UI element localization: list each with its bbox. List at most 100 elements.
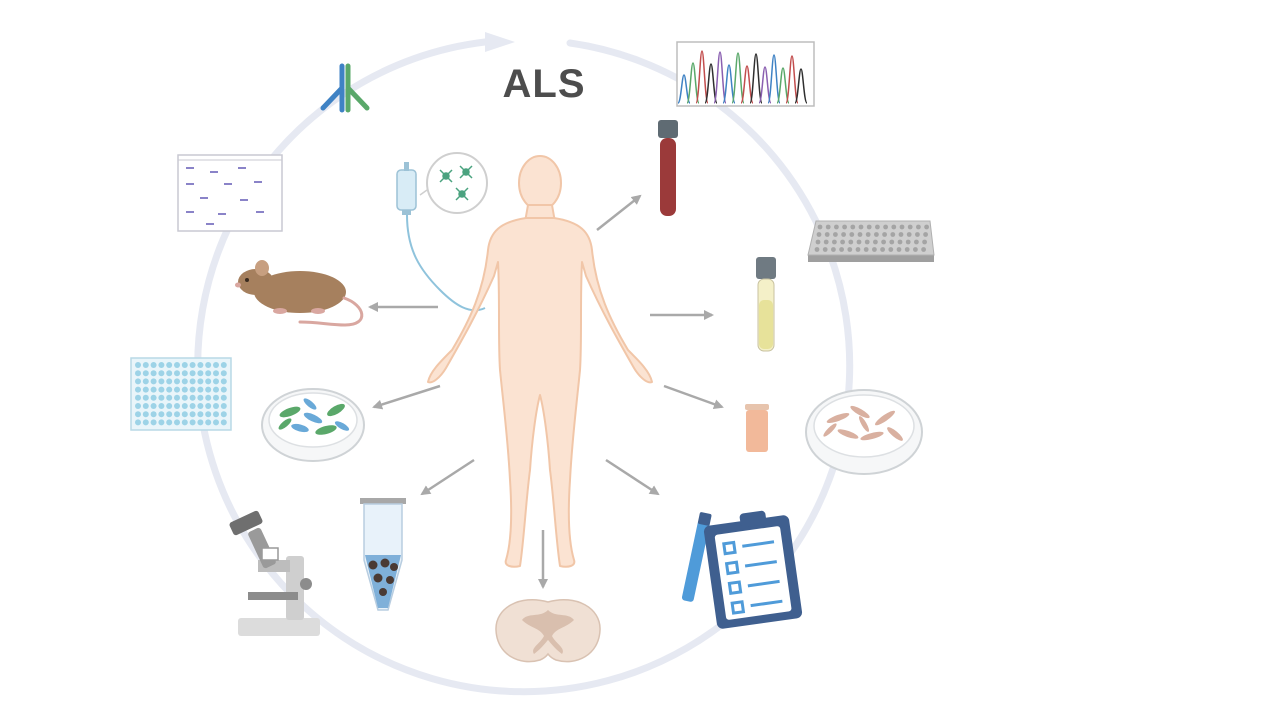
well (864, 239, 870, 245)
dna-sequencing-chromatogram-icon (676, 41, 815, 107)
well (158, 378, 165, 385)
well (213, 370, 219, 377)
well (865, 232, 871, 237)
well (197, 362, 204, 368)
well (150, 394, 157, 401)
antibody-icon (320, 63, 370, 113)
well (174, 403, 180, 409)
well (197, 419, 204, 426)
well (875, 224, 880, 230)
iv-infusion-bag-icon (396, 162, 486, 312)
well (921, 247, 926, 252)
chromatogram-peak (722, 64, 736, 104)
well (213, 378, 219, 385)
well (135, 362, 141, 368)
well (189, 378, 196, 385)
well (922, 239, 927, 245)
well (166, 370, 173, 377)
well (150, 362, 157, 368)
well (174, 394, 180, 401)
well (189, 394, 196, 401)
well (158, 403, 165, 409)
pen-icon (681, 512, 712, 602)
well (814, 247, 820, 252)
microscope-icon (229, 510, 320, 636)
well (866, 224, 872, 230)
well (174, 370, 180, 377)
well (220, 378, 227, 385)
chromatogram-peak (686, 62, 700, 104)
chromatogram-peak (704, 63, 718, 104)
well (888, 247, 894, 252)
well (205, 411, 212, 418)
well (181, 378, 188, 385)
well (150, 403, 157, 409)
well (197, 411, 204, 418)
well (220, 362, 227, 368)
well (205, 378, 212, 385)
well (166, 403, 173, 409)
chromatogram-peak (677, 74, 691, 104)
well (189, 370, 196, 377)
well (205, 386, 212, 393)
well-plate-grey-icon (807, 220, 935, 262)
chromatogram-peak (785, 55, 799, 104)
well (896, 247, 902, 252)
petri-dish-fluorescent-cells-icon (261, 388, 365, 462)
well (856, 239, 862, 245)
well (847, 247, 853, 252)
well (150, 411, 157, 418)
well (158, 411, 165, 418)
well (817, 224, 823, 230)
well (166, 362, 173, 368)
well (174, 411, 180, 418)
well (142, 362, 149, 368)
well (848, 239, 854, 245)
well (181, 403, 188, 409)
well (916, 224, 921, 230)
well (174, 419, 180, 426)
well (197, 370, 204, 377)
well (213, 403, 219, 409)
chromatogram-peak (767, 54, 781, 104)
well (220, 386, 227, 393)
well (863, 247, 869, 252)
well (205, 370, 212, 377)
western-blot-gel-icon (177, 154, 283, 232)
well (135, 386, 141, 393)
well (213, 419, 219, 426)
skin-biopsy-icon (745, 404, 769, 452)
well (189, 403, 196, 409)
well (135, 394, 141, 401)
well (197, 403, 204, 409)
neuron-culture-icon (419, 152, 488, 214)
well (882, 232, 887, 237)
well (850, 224, 856, 230)
well (189, 419, 196, 426)
well (907, 224, 913, 230)
well (815, 239, 821, 245)
well (857, 232, 863, 237)
well (220, 419, 227, 426)
well (181, 362, 188, 368)
well (874, 232, 879, 237)
well (166, 386, 173, 393)
well (823, 239, 829, 245)
well (181, 411, 188, 418)
well (914, 239, 919, 245)
well (135, 370, 141, 377)
well (166, 411, 173, 418)
well-plate-blue-icon (130, 357, 232, 431)
well (872, 247, 877, 252)
well (181, 370, 188, 377)
well (840, 239, 845, 245)
well (142, 419, 149, 426)
well (150, 386, 157, 393)
well (849, 232, 855, 237)
well (899, 224, 905, 230)
chromatogram-peak (740, 65, 754, 104)
well (166, 394, 173, 401)
well (890, 232, 896, 237)
well (181, 394, 188, 401)
well (873, 239, 878, 245)
